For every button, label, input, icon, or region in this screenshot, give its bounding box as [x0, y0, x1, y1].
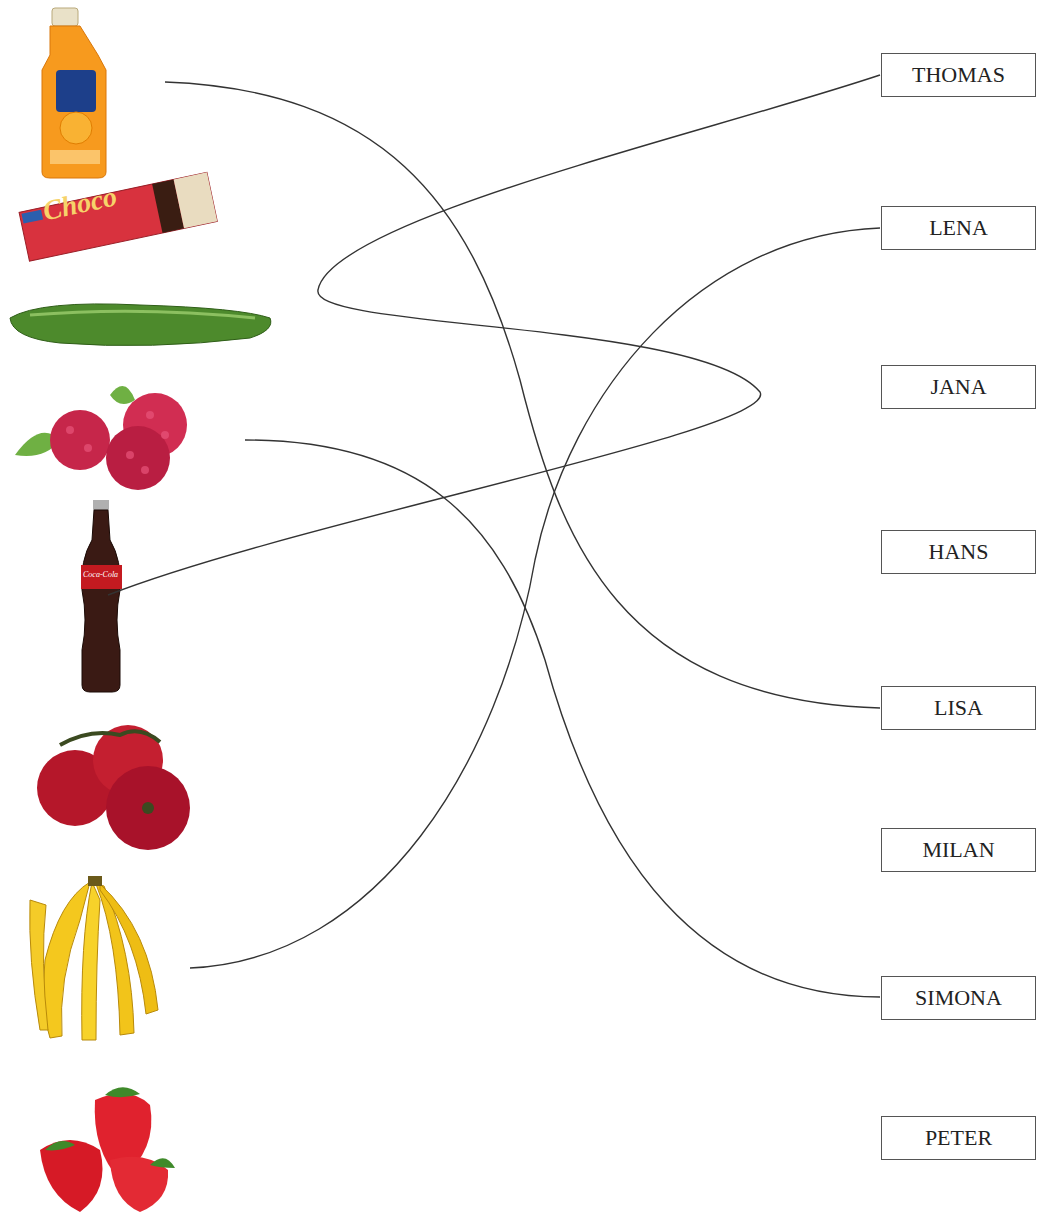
matching-lines [108, 75, 880, 997]
name-text: MILAN [922, 837, 994, 863]
name-box: JANA [881, 365, 1036, 409]
name-text: HANS [929, 539, 989, 565]
name-text: JANA [930, 374, 986, 400]
name-box: LENA [881, 206, 1036, 250]
match-line [165, 82, 880, 708]
bananas [30, 876, 158, 1040]
juice-bottle [42, 8, 106, 178]
name-text: SIMONA [915, 985, 1002, 1011]
name-box: HANS [881, 530, 1036, 574]
name-text: PETER [925, 1125, 992, 1151]
name-box: MILAN [881, 828, 1036, 872]
brand-label: Coca-Cola [83, 570, 118, 579]
raspberries [15, 386, 187, 490]
match-line [245, 440, 880, 997]
tomatoes [37, 725, 190, 850]
name-box: SIMONA [881, 976, 1036, 1020]
name-text: LENA [929, 215, 988, 241]
cola-bottle [81, 500, 122, 692]
chocolate-box [19, 172, 217, 261]
name-box: THOMAS [881, 53, 1036, 97]
match-line [190, 228, 880, 968]
strawberries [40, 1087, 175, 1212]
name-text: LISA [934, 695, 983, 721]
name-text: THOMAS [912, 62, 1005, 88]
cucumber [10, 304, 271, 346]
name-box: LISA [881, 686, 1036, 730]
match-line [108, 75, 880, 595]
name-box: PETER [881, 1116, 1036, 1160]
